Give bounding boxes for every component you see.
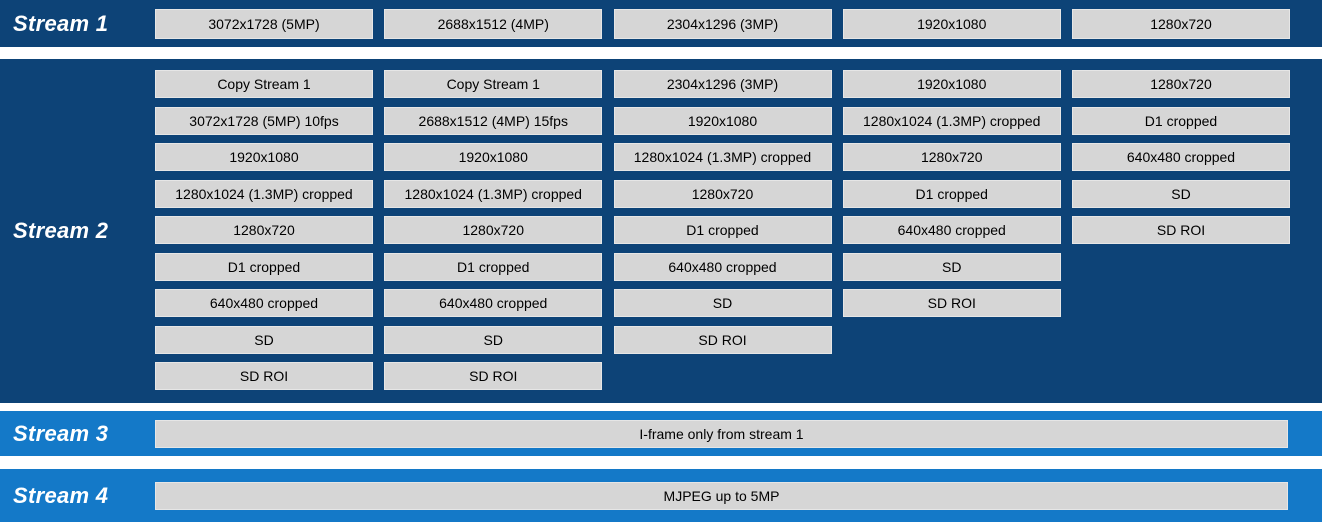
resolution-option-box: D1 cropped (384, 252, 603, 281)
resolution-option-box: 2304x1296 (3MP) (613, 8, 832, 39)
resolution-option-box: 2304x1296 (3MP) (613, 70, 832, 98)
resolution-option-box: 2688x1512 (4MP) 15fps (384, 106, 603, 135)
resolution-option-box: 1280x720 (1072, 8, 1290, 39)
stream-label-2: Stream 2 (13, 218, 109, 243)
resolution-option-box: SD ROI (155, 362, 373, 390)
stream-band-3: Stream 3 I-frame only from stream 1 (0, 411, 1322, 456)
resolution-option-box: 1920x1080 (384, 143, 603, 171)
resolution-option-box: SD (842, 252, 1061, 281)
stream2-column-4: 1920x1080 1280x1024 (1.3MP) cropped 1280x7… (842, 70, 1061, 403)
resolution-option-box: SD ROI (842, 289, 1061, 317)
resolution-option-box: SD (1072, 179, 1290, 208)
resolution-option-box: 640x480 cropped (613, 252, 832, 281)
resolution-option-box: 1280x1024 (1.3MP) cropped (842, 106, 1061, 135)
resolution-option-box: D1 cropped (1072, 106, 1290, 135)
resolution-option-box: 640x480 cropped (384, 289, 603, 317)
stream-content-4: MJPEG up to 5MP (155, 469, 1322, 522)
resolution-option-box: Copy Stream 1 (155, 70, 373, 98)
resolution-option-box: 640x480 cropped (1072, 143, 1290, 171)
resolution-option-box: 1280x720 (613, 179, 832, 208)
resolution-option-box: SD ROI (384, 362, 603, 390)
resolution-option-box: I-frame only from stream 1 (155, 419, 1288, 448)
stream-band-2: Stream 2 Copy Stream 1 3072x1728 (5MP) 10f… (0, 59, 1322, 403)
stream-label-4: Stream 4 (13, 482, 109, 508)
resolution-option-box: D1 cropped (155, 252, 373, 281)
resolution-option-box: 1280x720 (1072, 70, 1290, 98)
stream2-column-3: 2304x1296 (3MP) 1920x1080 1280x1024 (1.3MP… (613, 70, 832, 403)
resolution-option-box: D1 cropped (842, 179, 1061, 208)
resolution-option-box: 1280x720 (384, 216, 603, 244)
stream-label-1: Stream 1 (13, 10, 109, 36)
resolution-option-box: 1920x1080 (842, 70, 1061, 98)
resolution-option-box: 1280x1024 (1.3MP) cropped (613, 143, 832, 171)
resolution-option-box: Copy Stream 1 (384, 70, 603, 98)
stream-content-1: 3072x1728 (5MP) 2688x1512 (4MP) 2304x1296 … (155, 0, 1322, 47)
resolution-option-box: D1 cropped (613, 216, 832, 244)
stream2-column-2: Copy Stream 1 2688x1512 (4MP) 15fps 1920x1… (384, 70, 603, 403)
resolution-option-box: SD ROI (613, 325, 832, 354)
resolution-option-box: SD ROI (1072, 216, 1290, 244)
stream-content-3: I-frame only from stream 1 (155, 411, 1322, 456)
resolution-option-box: 2688x1512 (4MP) (384, 8, 603, 39)
resolution-option-box: 1280x1024 (1.3MP) cropped (155, 179, 373, 208)
resolution-option-box: 3072x1728 (5MP) 10fps (155, 106, 373, 135)
resolution-option-box: 1280x1024 (1.3MP) cropped (384, 179, 603, 208)
resolution-option-box: 1280x720 (842, 143, 1061, 171)
stream-label-3: Stream 3 (13, 420, 109, 446)
stream-band-4: Stream 4 MJPEG up to 5MP (0, 469, 1322, 522)
resolution-option-box: SD (155, 325, 373, 354)
resolution-option-box: 640x480 cropped (155, 289, 373, 317)
resolution-option-box: 3072x1728 (5MP) (155, 8, 373, 39)
resolution-option-box: MJPEG up to 5MP (155, 481, 1288, 510)
stream-content-2: Copy Stream 1 3072x1728 (5MP) 10fps 1920x1… (155, 59, 1322, 403)
resolution-option-box: 1920x1080 (155, 143, 373, 171)
resolution-option-box: 1920x1080 (613, 106, 832, 135)
stream-band-1: Stream 1 3072x1728 (5MP) 2688x1512 (4MP) 23… (0, 0, 1322, 47)
resolution-option-box: SD (384, 325, 603, 354)
resolution-option-box: SD (613, 289, 832, 317)
stream2-column-1: Copy Stream 1 3072x1728 (5MP) 10fps 1920x1… (155, 70, 373, 403)
resolution-option-box: 1920x1080 (842, 8, 1061, 39)
resolution-option-box: 640x480 cropped (842, 216, 1061, 244)
resolution-option-box: 1280x720 (155, 216, 373, 244)
